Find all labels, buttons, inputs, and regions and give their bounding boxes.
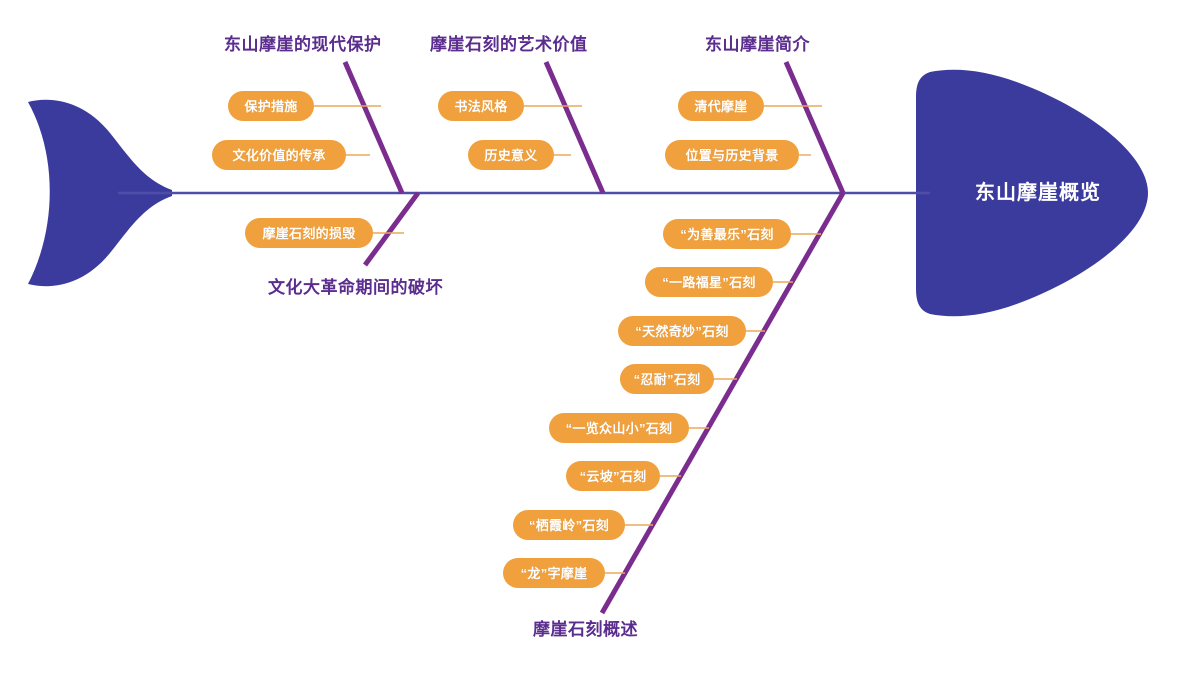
fishbone-connectors-layer xyxy=(314,105,822,574)
fishbone-node[interactable]: 书法风格 xyxy=(438,91,524,121)
fishbone-node[interactable]: “一览众山小”石刻 xyxy=(549,413,689,443)
category-label-introduction: 东山摩崖简介 xyxy=(705,35,810,54)
fishbone-node[interactable]: 位置与历史背景 xyxy=(665,140,799,170)
page-title: 东山摩崖概览 xyxy=(975,182,1101,204)
fishbone-node[interactable]: 保护措施 xyxy=(228,91,314,121)
fishbone-node[interactable]: 文化价值的传承 xyxy=(212,140,346,170)
fishbone-node[interactable]: “忍耐”石刻 xyxy=(620,364,714,394)
fishbone-node[interactable]: 清代摩崖 xyxy=(678,91,764,121)
fishbone-node[interactable]: “天然奇妙”石刻 xyxy=(618,316,746,346)
fishbone-node[interactable]: “龙”字摩崖 xyxy=(503,558,605,588)
fishbone-node[interactable]: “为善最乐”石刻 xyxy=(663,219,791,249)
fish-tail-shape xyxy=(28,99,172,287)
category-bone-modern-protection xyxy=(342,61,405,194)
fishbone-node[interactable]: “栖霞岭”石刻 xyxy=(513,510,625,540)
fishbone-node[interactable]: 历史意义 xyxy=(468,140,554,170)
category-bone-cultural-revolution-damage xyxy=(362,191,421,267)
category-label-cultural-revolution-damage: 文化大革命期间的破坏 xyxy=(268,278,443,297)
fishbone-node[interactable]: “云坡”石刻 xyxy=(566,461,660,491)
category-bone-introduction xyxy=(783,61,846,194)
category-label-artistic-value: 摩崖石刻的艺术价值 xyxy=(430,35,588,54)
category-bone-inscriptions-overview xyxy=(599,191,846,615)
fishbone-node[interactable]: 摩崖石刻的损毁 xyxy=(245,218,373,248)
fishbone-bones-layer xyxy=(342,61,846,615)
category-label-inscriptions-overview: 摩崖石刻概述 xyxy=(533,620,638,639)
category-bone-artistic-value xyxy=(543,61,606,194)
fish-head-shape xyxy=(916,69,1148,317)
fishbone-node[interactable]: “一路福星”石刻 xyxy=(645,267,773,297)
category-label-modern-protection: 东山摩崖的现代保护 xyxy=(224,35,382,54)
